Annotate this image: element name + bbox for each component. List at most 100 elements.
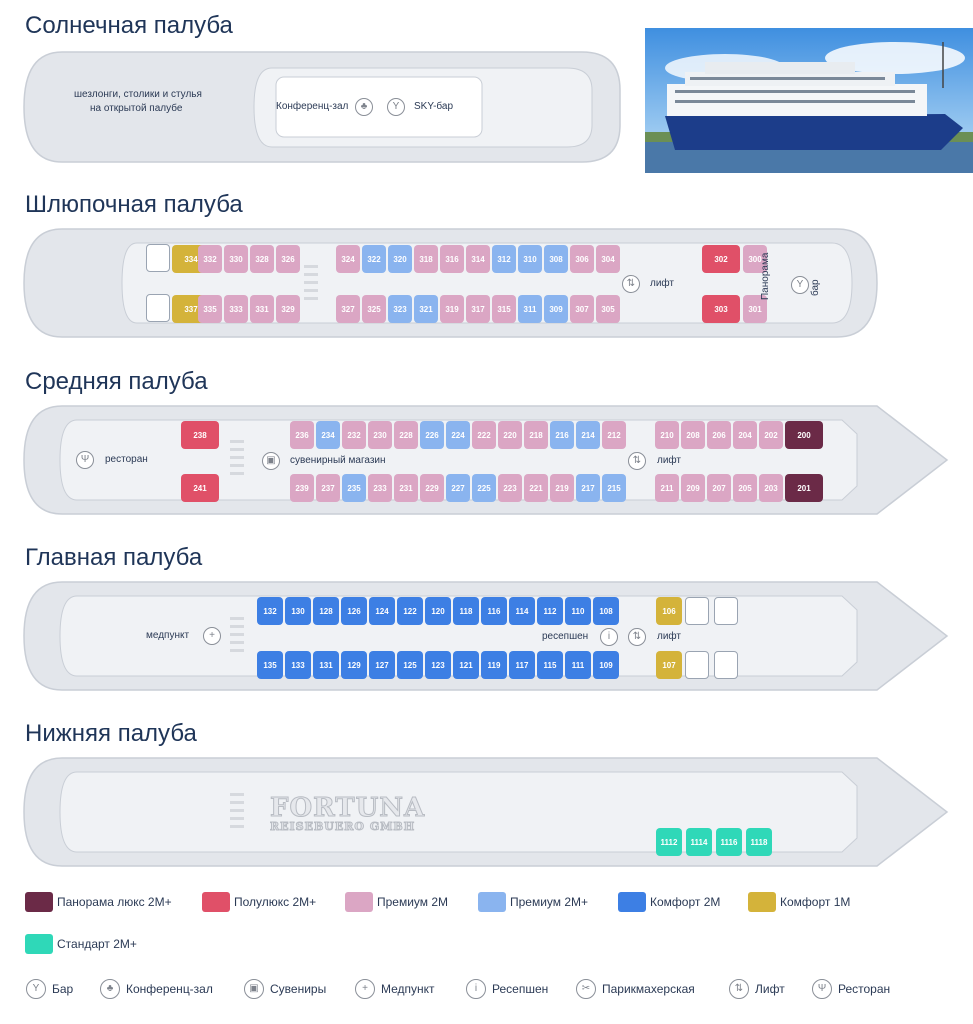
cabin-226[interactable]: 226 [420,421,444,449]
cabin-206[interactable]: 206 [707,421,731,449]
cabin-121[interactable]: 121 [453,651,479,679]
cabin-115[interactable]: 115 [537,651,563,679]
cabin-221[interactable]: 221 [524,474,548,502]
cabin-335[interactable]: 335 [198,295,222,323]
cabin-238[interactable]: 238 [181,421,219,449]
cabin-332[interactable]: 332 [198,245,222,273]
cabin-304[interactable]: 304 [596,245,620,273]
cabin-318[interactable]: 318 [414,245,438,273]
cabin-320[interactable]: 320 [388,245,412,273]
cabin-328[interactable]: 328 [250,245,274,273]
cabin-204[interactable]: 204 [733,421,757,449]
cabin-119[interactable]: 119 [481,651,507,679]
cabin-316[interactable]: 316 [440,245,464,273]
cabin-310[interactable]: 310 [518,245,542,273]
cabin-303[interactable]: 303 [702,295,740,323]
cabin-220[interactable]: 220 [498,421,522,449]
cabin-200[interactable]: 200 [785,421,823,449]
cabin-131[interactable]: 131 [313,651,339,679]
cabin-331[interactable]: 331 [250,295,274,323]
cabin-202[interactable]: 202 [759,421,783,449]
cabin-124[interactable]: 124 [369,597,395,625]
cabin-110[interactable]: 110 [565,597,591,625]
cabin-116[interactable]: 116 [481,597,507,625]
cabin-122[interactable]: 122 [397,597,423,625]
cabin-234[interactable]: 234 [316,421,340,449]
cabin-207[interactable]: 207 [707,474,731,502]
cabin-1118[interactable]: 1118 [746,828,772,856]
cabin-333[interactable]: 333 [224,295,248,323]
cabin-323[interactable]: 323 [388,295,412,323]
cabin-118[interactable]: 118 [453,597,479,625]
cabin-218[interactable]: 218 [524,421,548,449]
cabin-114[interactable]: 114 [509,597,535,625]
cabin-120[interactable]: 120 [425,597,451,625]
cabin-225[interactable]: 225 [472,474,496,502]
cabin-329[interactable]: 329 [276,295,300,323]
cabin-128[interactable]: 128 [313,597,339,625]
cabin-210[interactable]: 210 [655,421,679,449]
cabin-312[interactable]: 312 [492,245,516,273]
cabin-111[interactable]: 111 [565,651,591,679]
cabin-112[interactable]: 112 [537,597,563,625]
cabin-314[interactable]: 314 [466,245,490,273]
cabin-321[interactable]: 321 [414,295,438,323]
cabin-205[interactable]: 205 [733,474,757,502]
cabin-301[interactable]: 301 [743,295,767,323]
cabin-222[interactable]: 222 [472,421,496,449]
cabin-135[interactable]: 135 [257,651,283,679]
cabin-309[interactable]: 309 [544,295,568,323]
cabin-219[interactable]: 219 [550,474,574,502]
cabin-311[interactable]: 311 [518,295,542,323]
cabin-302[interactable]: 302 [702,245,740,273]
cabin-208[interactable]: 208 [681,421,705,449]
cabin-126[interactable]: 126 [341,597,367,625]
cabin-109[interactable]: 109 [593,651,619,679]
cabin-212[interactable]: 212 [602,421,626,449]
cabin-228[interactable]: 228 [394,421,418,449]
cabin-236[interactable]: 236 [290,421,314,449]
cabin-235[interactable]: 235 [342,474,366,502]
cabin-330[interactable]: 330 [224,245,248,273]
cabin-123[interactable]: 123 [425,651,451,679]
cabin-319[interactable]: 319 [440,295,464,323]
cabin-217[interactable]: 217 [576,474,600,502]
cabin-322[interactable]: 322 [362,245,386,273]
cabin-300[interactable]: 300 [743,245,767,273]
cabin-125[interactable]: 125 [397,651,423,679]
cabin-132[interactable]: 132 [257,597,283,625]
cabin-223[interactable]: 223 [498,474,522,502]
cabin-1112[interactable]: 1112 [656,828,682,856]
cabin-216[interactable]: 216 [550,421,574,449]
cabin-224[interactable]: 224 [446,421,470,449]
cabin-133[interactable]: 133 [285,651,311,679]
cabin-241[interactable]: 241 [181,474,219,502]
cabin-211[interactable]: 211 [655,474,679,502]
cabin-327[interactable]: 327 [336,295,360,323]
cabin-325[interactable]: 325 [362,295,386,323]
cabin-1114[interactable]: 1114 [686,828,712,856]
cabin-229[interactable]: 229 [420,474,444,502]
cabin-107[interactable]: 107 [656,651,682,679]
cabin-305[interactable]: 305 [596,295,620,323]
cabin-239[interactable]: 239 [290,474,314,502]
cabin-306[interactable]: 306 [570,245,594,273]
cabin-237[interactable]: 237 [316,474,340,502]
cabin-130[interactable]: 130 [285,597,311,625]
cabin-231[interactable]: 231 [394,474,418,502]
cabin-227[interactable]: 227 [446,474,470,502]
cabin-215[interactable]: 215 [602,474,626,502]
cabin-127[interactable]: 127 [369,651,395,679]
cabin-1116[interactable]: 1116 [716,828,742,856]
cabin-209[interactable]: 209 [681,474,705,502]
cabin-233[interactable]: 233 [368,474,392,502]
cabin-214[interactable]: 214 [576,421,600,449]
cabin-129[interactable]: 129 [341,651,367,679]
cabin-232[interactable]: 232 [342,421,366,449]
cabin-106[interactable]: 106 [656,597,682,625]
cabin-230[interactable]: 230 [368,421,392,449]
cabin-117[interactable]: 117 [509,651,535,679]
cabin-201[interactable]: 201 [785,474,823,502]
cabin-326[interactable]: 326 [276,245,300,273]
cabin-317[interactable]: 317 [466,295,490,323]
